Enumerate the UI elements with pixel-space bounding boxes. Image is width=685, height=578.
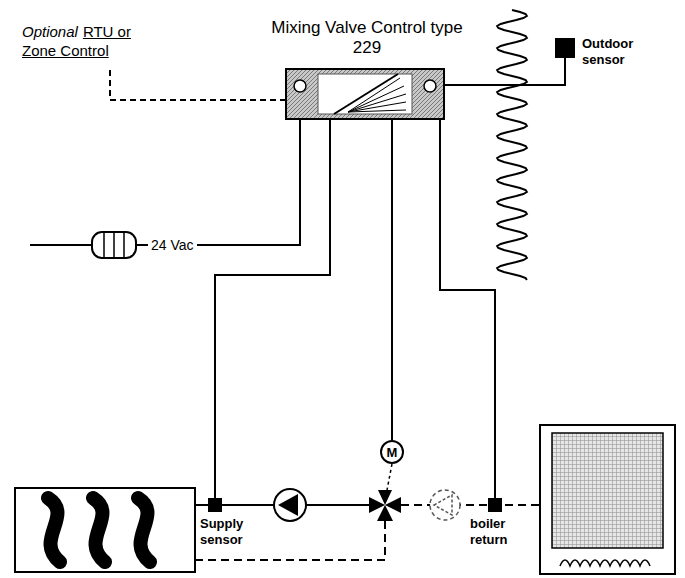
- drawing-part: [560, 560, 650, 566]
- drawing-part: [540, 425, 675, 574]
- drawing-part: [138, 498, 150, 562]
- supply-sensor: Supply sensor: [208, 498, 222, 512]
- supply-pump: [274, 489, 306, 521]
- signal-wire: [215, 120, 330, 498]
- motor-actuator: M: [380, 440, 404, 464]
- control-dial: [318, 74, 412, 114]
- drawing-part: [434, 495, 452, 515]
- drawing-part: [348, 102, 406, 112]
- node-label: boiler return: [470, 516, 522, 548]
- drawing-part: [92, 232, 136, 258]
- drawing-part: [274, 489, 306, 521]
- node-label: Mixing Valve Control type 229: [257, 18, 477, 58]
- mixing-valve: [369, 490, 401, 521]
- boiler-pump: [430, 490, 460, 520]
- power-wire: [30, 120, 300, 245]
- optional-wire: [110, 70, 285, 100]
- drawing-part: [93, 498, 105, 562]
- signal-wire: [440, 120, 495, 498]
- drawing-part: [348, 110, 406, 112]
- control-curves: [334, 74, 406, 114]
- drawing-part: [430, 490, 460, 520]
- control-box: Mixing Valve Control type 229: [285, 68, 445, 120]
- drawing-part: [348, 78, 400, 112]
- drawing-part: [378, 490, 392, 505]
- control-face: [285, 68, 445, 120]
- drawing-part: [48, 498, 60, 562]
- optional-control-note: OptionalRTU or Zone Control: [22, 22, 167, 60]
- boiler-return-pipe: [401, 504, 540, 506]
- boiler: [540, 425, 675, 574]
- outdoor-sensor: Outdoor sensor: [555, 38, 575, 58]
- sensor-wire-coil: [497, 10, 527, 280]
- drawing-part: [334, 74, 398, 114]
- voltage-label: 24 Vac: [148, 236, 197, 254]
- drawing-part: [15, 488, 195, 572]
- node-label: M: [382, 442, 402, 462]
- terminal: [294, 80, 306, 92]
- radiator: [15, 488, 195, 572]
- transformer-symbol: [92, 232, 136, 258]
- signal-wire: [391, 120, 393, 440]
- drawing-part: [278, 494, 298, 516]
- drawing-part: [377, 505, 393, 521]
- drawing-part: [348, 94, 406, 112]
- signal-wire: [445, 58, 565, 85]
- node-label: Outdoor sensor: [582, 36, 654, 68]
- actuator-link: [387, 464, 392, 490]
- terminal: [424, 80, 436, 92]
- drawing-part: [104, 233, 124, 257]
- boiler-return-sensor: boiler return: [488, 498, 502, 512]
- drawing-part: [552, 433, 663, 548]
- note-text: Optional: [22, 23, 78, 40]
- node-label: Supply sensor: [200, 516, 260, 548]
